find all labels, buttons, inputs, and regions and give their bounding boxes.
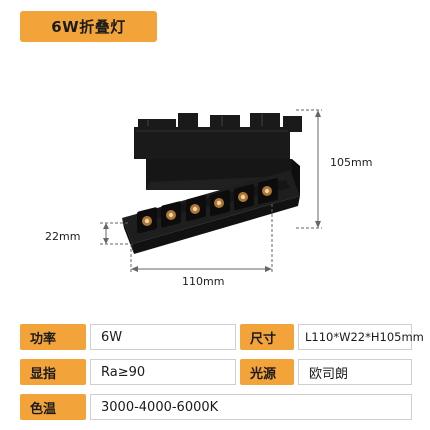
spec-label-size: 尺寸 (240, 324, 294, 350)
spec-value-cri: Ra≥90 (90, 359, 236, 385)
dimension-arrow-icon (130, 204, 273, 274)
dimension-arrow-icon (296, 109, 322, 229)
spec-value-size: L110*W22*H105mm (298, 324, 424, 350)
product-title: 6W折叠灯 (20, 11, 157, 42)
spec-label-color-temperature: 色温 (20, 394, 86, 420)
spec-row-power-size: 功率 6W 尺寸 L110*W22*H105mm (20, 324, 424, 350)
spec-value-power: 6W (90, 324, 236, 350)
spec-row-cri-source: 显指 Ra≥90 光源 欧司朗 (20, 359, 412, 385)
width-dimension-label: 110mm (182, 275, 225, 288)
height-dimension-label: 105mm (330, 156, 373, 169)
track-adapter (134, 113, 302, 159)
spec-label-power: 功率 (20, 324, 86, 350)
spec-label-cri: 显指 (20, 359, 86, 385)
product-illustration (100, 109, 322, 274)
depth-dimension-label: 22mm (45, 230, 81, 243)
spec-label-light-source: 光源 (240, 359, 294, 385)
led-array (137, 178, 278, 234)
dimension-arrow-icon (100, 222, 130, 245)
spec-value-light-source: 欧司朗 (298, 359, 412, 385)
spec-value-color-temperature: 3000-4000-6000K (90, 394, 412, 420)
spec-row-color-temperature: 色温 3000-4000-6000K (20, 394, 412, 420)
